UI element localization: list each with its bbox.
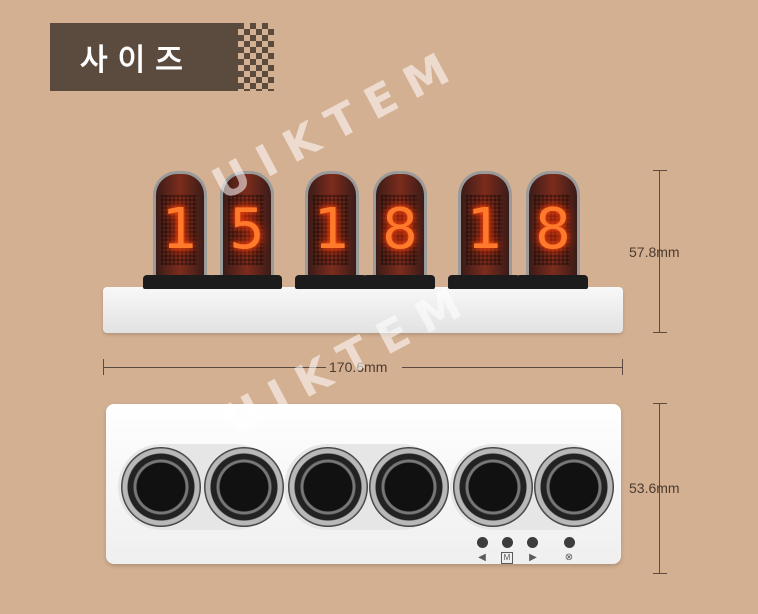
power-button (564, 537, 575, 548)
right-button (527, 537, 538, 548)
nixie-tube-4: 8 (363, 171, 435, 289)
depth-label: 53.6mm (629, 480, 680, 496)
tube-top-5 (453, 447, 533, 527)
nixie-tube-2: 5 (210, 171, 282, 289)
tube-digit-4: 8 (382, 197, 418, 262)
height-dim-cap-bottom (653, 332, 667, 333)
tube-top-1 (121, 447, 201, 527)
tube-top-2 (204, 447, 284, 527)
tube-top-3 (288, 447, 368, 527)
nixie-tube-5: 1 (448, 171, 520, 289)
left-button (477, 537, 488, 548)
power-icon: ⊗ (564, 552, 574, 563)
right-arrow-icon: ▶ (529, 552, 537, 563)
tube-digit-1: 1 (162, 197, 198, 262)
tube-top-6 (534, 447, 614, 527)
tube-digit-2: 5 (229, 197, 265, 262)
checker-pattern (238, 23, 274, 91)
nixie-tube-1: 1 (143, 171, 215, 289)
depth-dim-cap-bottom (653, 573, 667, 574)
tube-digit-6: 8 (535, 197, 571, 262)
tube-digit-5: 1 (467, 197, 503, 262)
height-dim-cap-top (653, 170, 667, 171)
mode-button (502, 537, 513, 548)
width-dim-line-right (402, 367, 623, 368)
height-label: 57.8mm (629, 244, 680, 260)
clock-base-front (103, 287, 623, 333)
page-title: 사이즈 (80, 43, 193, 78)
nixie-tube-3: 1 (295, 171, 367, 289)
tube-digit-3: 1 (314, 197, 350, 262)
left-arrow-icon: ◀ (478, 552, 486, 563)
mode-icon: M (501, 552, 513, 564)
width-dim-line-left (103, 367, 326, 368)
depth-dim-cap-top (653, 403, 667, 404)
title-banner: 사이즈 (50, 23, 274, 91)
depth-dim-line (659, 403, 660, 573)
height-dim-line (659, 170, 660, 332)
width-dim-cap-right (622, 359, 623, 375)
tube-top-4 (369, 447, 449, 527)
width-label: 170.6mm (329, 359, 388, 375)
nixie-tube-6: 8 (516, 171, 588, 289)
